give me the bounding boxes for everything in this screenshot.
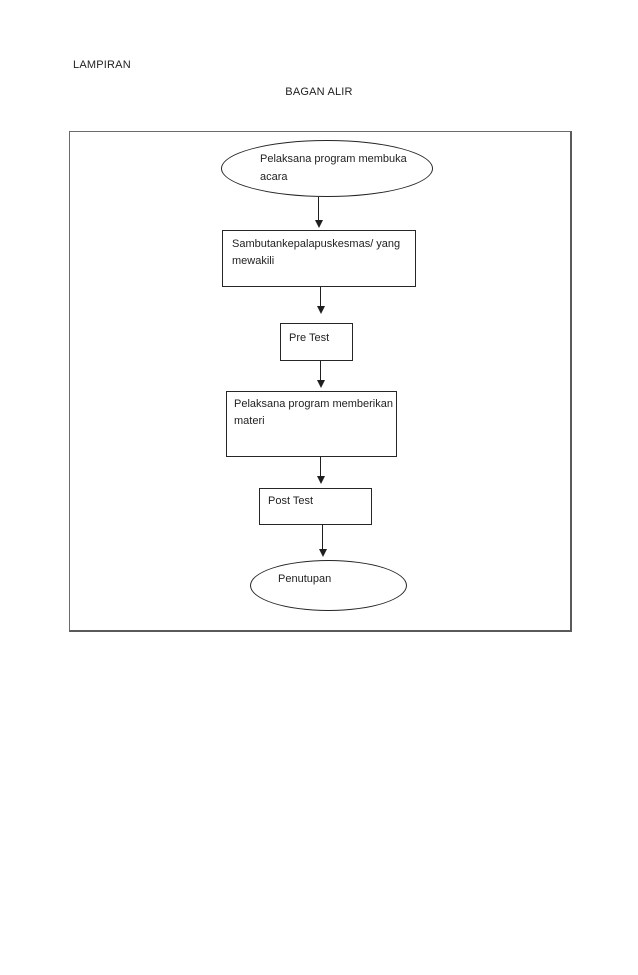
- node-text-line: mewakili: [232, 255, 275, 267]
- flow-arrow-down-icon: [317, 361, 325, 388]
- node-text-line: Pre Test: [289, 332, 330, 344]
- flow-node-sambutan: Sambutankepalapuskesmas/ yang mewakili: [222, 230, 416, 287]
- node-text-line: Penutupan: [278, 573, 332, 585]
- node-text-line: Post Test: [268, 495, 314, 507]
- lampiran-label: LAMPIRAN: [73, 59, 131, 71]
- flow-arrow-down-icon: [317, 457, 325, 484]
- flow-node-posttest: Post Test: [259, 488, 372, 525]
- node-text-line: Sambutankepalapuskesmas/ yang: [232, 238, 401, 250]
- node-text-line: materi: [234, 415, 265, 427]
- node-text-line: acara: [260, 171, 288, 183]
- flow-node-end: Penutupan: [250, 560, 407, 611]
- flow-node-pretest: Pre Test: [280, 323, 353, 361]
- node-text-line: Pelaksana program membuka: [260, 153, 407, 165]
- flow-node-start: Pelaksana program membuka acara: [221, 140, 433, 197]
- node-text-line: Pelaksana program memberikan: [234, 398, 393, 410]
- page-title: BAGAN ALIR: [285, 86, 353, 98]
- flow-arrow-down-icon: [315, 197, 323, 228]
- flow-arrow-down-icon: [319, 524, 327, 557]
- flow-node-materi: Pelaksana program memberikan materi: [226, 391, 397, 457]
- flow-arrow-down-icon: [317, 287, 325, 314]
